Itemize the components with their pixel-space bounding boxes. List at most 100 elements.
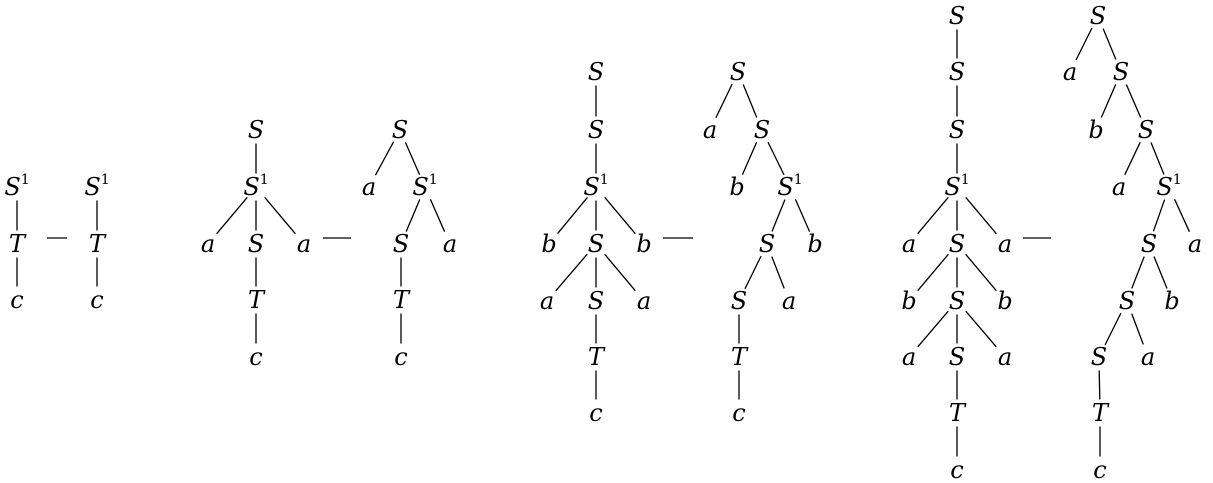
tree-edge — [264, 197, 296, 234]
tree-node-a: a — [362, 173, 376, 201]
tree-node-b: b — [997, 287, 1012, 315]
tree-edge — [555, 253, 588, 292]
tree-node-S: S — [588, 58, 604, 86]
tree-node-b: b — [901, 287, 916, 315]
tree-node-S: S — [1113, 58, 1129, 86]
node-superscript: 1 — [21, 172, 30, 188]
tree-node-b: b — [636, 230, 651, 258]
node-superscript: 1 — [1173, 172, 1182, 188]
tree-edge — [741, 142, 758, 175]
tree-node-a: a — [443, 230, 457, 258]
node-superscript: 1 — [961, 172, 970, 188]
tree-node-S: S — [949, 287, 965, 315]
tree-edge — [1153, 256, 1168, 289]
tree-node-S: S — [949, 58, 965, 86]
tree-node-S: S — [949, 230, 965, 258]
tree-edge — [557, 197, 588, 234]
tree-edge — [767, 141, 785, 176]
tree-edge — [375, 141, 394, 176]
node-superscript: 1 — [429, 172, 438, 188]
tree-node-c: c — [732, 399, 745, 427]
tree-edge — [429, 199, 446, 232]
tree-node-S: S — [949, 116, 965, 144]
tree-node-S: S — [392, 116, 408, 144]
tree-edge — [965, 310, 997, 348]
tree-node-T: T — [393, 286, 411, 314]
node-superscript: 1 — [260, 172, 269, 188]
tree-node-S: S1 — [583, 172, 608, 201]
tree-node-T: T — [9, 230, 27, 258]
tree-edge — [1131, 256, 1145, 289]
tree-edge — [405, 199, 421, 232]
tree-node-b: b — [541, 230, 556, 258]
tree-edge — [744, 255, 762, 290]
tree-edge — [1152, 199, 1166, 232]
tree-node-S: S — [730, 58, 746, 86]
tree-node-S: S — [1119, 287, 1135, 315]
tree-edge — [216, 197, 248, 234]
tree-node-c: c — [1093, 456, 1106, 483]
tree-node-S: S — [248, 230, 264, 258]
tree-edge — [917, 254, 949, 291]
tree-node-T: T — [949, 399, 967, 427]
tree-node-a: a — [297, 230, 311, 258]
tree-node-S: S — [588, 287, 604, 315]
tree-node-a: a — [998, 343, 1012, 371]
tree-edge — [771, 256, 785, 289]
tree-node-S: S — [393, 230, 409, 258]
tree-node-c: c — [589, 399, 602, 427]
tree-node-S: S1 — [412, 172, 437, 201]
tree-node-S: S — [248, 116, 264, 144]
tree-node-a: a — [902, 230, 916, 258]
tree-edge — [604, 197, 636, 234]
tree-node-S: S — [949, 343, 965, 371]
tree-node-a: a — [1112, 173, 1126, 201]
tree-node-S: S — [759, 230, 775, 258]
tree-edge — [917, 197, 949, 234]
tree-node-c: c — [10, 286, 23, 314]
tree-node-S: S1 — [944, 172, 969, 201]
tree-node-a: a — [703, 116, 717, 144]
tree-edge — [1174, 199, 1190, 232]
tree-node-S: S — [588, 116, 604, 144]
tree-node-c: c — [950, 456, 963, 483]
tree-node-a: a — [1141, 343, 1155, 371]
tree-node-c: c — [90, 286, 103, 314]
tree-edge — [715, 83, 733, 119]
tree-node-a: a — [1188, 230, 1202, 258]
tree-node-a: a — [1063, 58, 1077, 86]
tree-node-S: S1 — [1156, 172, 1181, 201]
tree-node-a: a — [782, 287, 796, 315]
tree-edge — [1125, 84, 1142, 118]
tree-edge — [1124, 142, 1141, 175]
tree-node-S: S1 — [777, 172, 802, 201]
tree-node-S: S — [588, 230, 604, 258]
tree-node-b: b — [1088, 116, 1103, 144]
tree-node-S: S — [731, 287, 747, 315]
tree-node-a: a — [902, 343, 916, 371]
tree-edge — [1150, 142, 1165, 175]
tree-node-a: a — [637, 287, 651, 315]
tree-node-a: a — [998, 230, 1012, 258]
tree-edge — [1104, 312, 1122, 346]
tree-node-S: S — [1138, 116, 1154, 144]
tree-edge — [965, 254, 997, 291]
tree-node-T: T — [248, 286, 266, 314]
tree-node-S: S — [754, 116, 770, 144]
tree-node-c: c — [394, 343, 407, 371]
tree-node-S: S — [949, 2, 965, 30]
node-superscript: 1 — [794, 172, 803, 188]
tree-node-a: a — [540, 287, 554, 315]
tree-edge — [1100, 84, 1117, 118]
tree-edge — [404, 142, 421, 175]
tree-edge — [917, 310, 949, 348]
